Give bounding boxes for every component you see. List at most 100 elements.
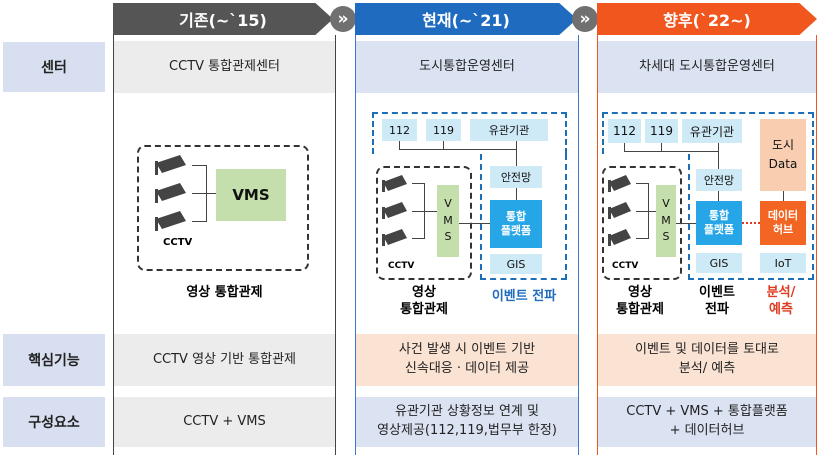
present-112-box: 112: [382, 119, 417, 141]
past-function-text: CCTV 영상 기반 통합관제: [152, 351, 297, 367]
present-video-control-line2: 통합관제: [400, 301, 448, 317]
future-function: 이벤트 및 데이터를 토대로 분석/ 예측: [598, 334, 816, 386]
future-city-data-box: 도시 Data: [760, 119, 806, 191]
future-video-control-line2: 통합관제: [616, 301, 664, 317]
past-video-control-text: 영상 통합관제: [186, 285, 263, 300]
present-cctv-label: CCTV: [388, 261, 414, 271]
present-function: 사건 발생 시 이벤트 기반 신속대응 · 데이터 제공: [356, 334, 578, 386]
future-data-hub-line2: 허브: [772, 223, 794, 236]
future-vms-box: V M S: [656, 185, 676, 257]
future-gis-text: GIS: [709, 256, 729, 270]
present-event-label: 이벤트 전파: [476, 285, 572, 304]
present-event-text: 이벤트 전파: [491, 289, 557, 304]
future-components: CCTV + VMS + 통합플랫폼 + 데이터허브: [598, 397, 816, 447]
present-safety-net-text: 안전망: [500, 171, 532, 184]
past-video-control-label: 영상 통합관제: [114, 281, 335, 300]
future-data-hub-box: 데이터 허브: [760, 201, 806, 245]
present-components-line2: 영상제공(112,119,법무부 한정): [377, 423, 557, 438]
future-vms-s: S: [662, 230, 670, 244]
past-vms-box: VMS: [216, 169, 286, 221]
future-platform-line1: 통합: [708, 208, 730, 222]
future-function-line1: 이벤트 및 데이터를 토대로: [635, 342, 779, 358]
future-platform-box: 통합 플랫폼: [696, 201, 742, 245]
cctv-camera-icons: [382, 175, 407, 246]
future-119-text: 119: [650, 124, 673, 138]
present-header-text: 현재(~`21): [422, 11, 510, 30]
present-center-text: 도시통합운영센터: [419, 58, 515, 74]
present-event-group: [480, 154, 567, 280]
future-header: 향후(`22~): [597, 3, 817, 35]
future-city-data-line1: 도시: [771, 137, 795, 152]
past-components-text: CCTV + VMS: [183, 413, 266, 429]
present-components: 유관기관 상황정보 연계 및 영상제공(112,119,법무부 한정): [356, 397, 578, 447]
present-112-text: 112: [389, 123, 410, 137]
future-data-hub-line1: 데이터: [767, 208, 799, 222]
present-vms-s: S: [444, 230, 452, 244]
past-vms-text: VMS: [232, 186, 270, 204]
past-cctv-text: CCTV: [163, 237, 193, 248]
future-safety-net-box: 안전망: [696, 169, 742, 191]
future-cctv-label: CCTV: [612, 261, 638, 271]
past-center-text: CCTV 통합관제센터: [169, 58, 280, 74]
future-119-box: 119: [645, 119, 678, 143]
row-label-function-text: 핵심기능: [28, 353, 80, 369]
present-components-line1: 유관기관 상황정보 연계 및: [395, 404, 539, 420]
future-vms-m: M: [661, 213, 671, 227]
present-agency-box: 유관기관: [470, 119, 548, 141]
future-platform-line2: 플랫폼: [703, 223, 735, 236]
future-function-line2: 분석/ 예측: [678, 361, 736, 376]
past-header-text: 기존(~`15): [179, 11, 267, 30]
future-gis-box: GIS: [696, 253, 742, 273]
past-column: CCTV 통합관제센터 CCTV 영상 기반 통합관제 CCTV + VMS V…: [113, 35, 336, 455]
future-analysis-line2: 예측: [769, 301, 793, 317]
future-vms-v: V: [662, 197, 670, 211]
present-safety-net-box: 안전망: [490, 166, 542, 188]
future-112-box: 112: [608, 119, 641, 143]
future-cctv-text: CCTV: [612, 261, 639, 271]
past-header: 기존(~`15): [113, 3, 333, 35]
present-video-control-line1: 영상: [412, 285, 436, 300]
row-label-center-text: 센터: [41, 60, 67, 76]
future-agency-text: 유관기관: [689, 124, 735, 139]
present-platform-line2: 플랫폼: [500, 224, 532, 237]
future-iot-box: IoT: [760, 253, 806, 273]
past-cctv-label: CCTV: [163, 237, 192, 248]
arrow-icon-2: »: [572, 6, 598, 32]
present-vms-m: M: [443, 213, 453, 227]
future-event-group: [688, 154, 814, 280]
present-column: 도시통합운영센터 사건 발생 시 이벤트 기반 신속대응 · 데이터 제공 유관…: [355, 35, 579, 455]
future-column: 차세대 도시통합운영센터 이벤트 및 데이터를 토대로 분석/ 예측 CCTV …: [597, 35, 817, 455]
row-label-components-text: 구성요소: [28, 415, 80, 431]
present-119-box: 119: [426, 119, 461, 141]
past-center: CCTV 통합관제센터: [114, 41, 335, 93]
future-event-label: 이벤트 전파: [686, 285, 748, 319]
present-function-line2: 신속대응 · 데이터 제공: [404, 361, 530, 376]
arrow-icon-1: »: [330, 6, 356, 32]
present-agency-text: 유관기관: [488, 124, 530, 137]
cctv-camera-icons: [608, 175, 631, 246]
past-video-group: [137, 145, 309, 271]
future-analysis-line1: 분석/: [766, 285, 796, 300]
future-agency-group: [602, 112, 814, 154]
present-gis-box: GIS: [490, 254, 542, 274]
future-components-line1: CCTV + VMS + 통합플랫폼: [626, 404, 788, 420]
present-platform-line1: 통합: [505, 209, 527, 223]
present-119-text: 119: [433, 123, 454, 137]
row-label-components: 구성요소: [3, 397, 105, 447]
present-agency-group: [372, 112, 567, 154]
future-header-text: 향후(`22~): [663, 11, 751, 30]
present-header: 현재(~`21): [355, 3, 577, 35]
future-iot-text: IoT: [774, 256, 792, 270]
future-video-control-label: 영상 통합관제: [598, 285, 682, 319]
future-agency-box: 유관기관: [682, 119, 742, 143]
future-analysis-label: 분석/ 예측: [750, 285, 812, 319]
present-platform-box: 통합 플랫폼: [490, 200, 542, 248]
present-video-control-label: 영상 통합관제: [376, 285, 472, 319]
past-components: CCTV + VMS: [114, 397, 335, 447]
present-function-line1: 사건 발생 시 이벤트 기반: [398, 342, 536, 358]
cctv-camera-icons: [155, 155, 186, 231]
present-gis-text: GIS: [506, 257, 526, 271]
past-function: CCTV 영상 기반 통합관제: [114, 334, 335, 386]
present-vms-v: V: [444, 197, 452, 211]
row-label-function: 핵심기능: [3, 334, 105, 386]
